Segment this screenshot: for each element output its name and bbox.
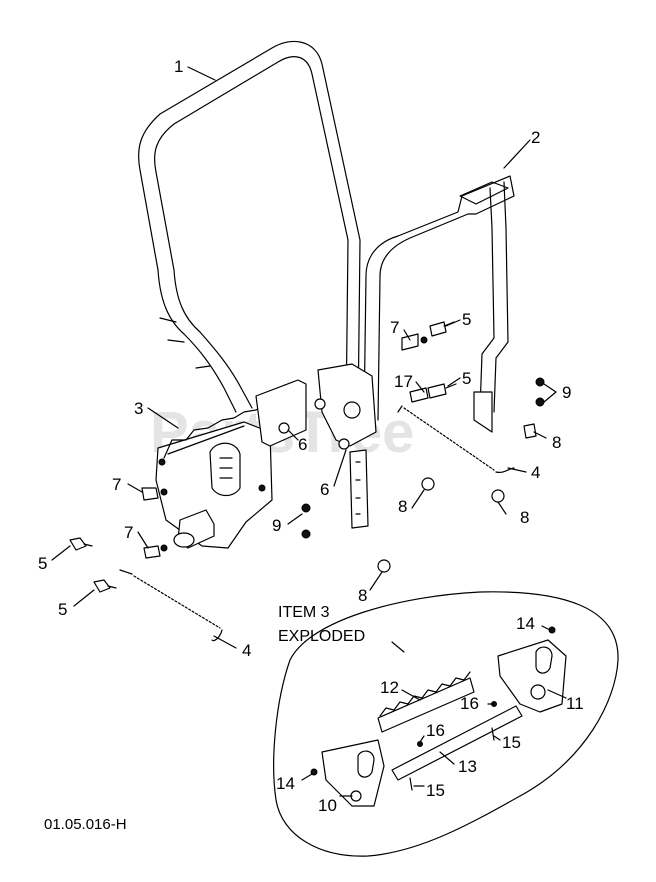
callout-4-lower: 4	[242, 641, 251, 660]
callout-9-b: 9	[562, 383, 571, 402]
callout-8-a: 8	[552, 433, 561, 452]
callout-5-d: 5	[462, 369, 471, 388]
callout-8-c: 8	[398, 497, 407, 516]
callout-9-a: 9	[272, 516, 281, 535]
callout-16-a: 16	[426, 721, 445, 740]
callout-10: 10	[318, 796, 337, 815]
fasteners	[69, 321, 545, 593]
callout-11: 11	[566, 694, 584, 713]
callout-7-b: 7	[124, 523, 133, 542]
callout-8-b: 8	[520, 508, 529, 527]
exploded-title-line1: ITEM 3	[278, 604, 330, 621]
callout-labels: 1 2 3 4 4 5 5 5 5 6 6 7 7 7 8 8 8 8 9 9 …	[38, 57, 571, 660]
callout-7-a: 7	[112, 475, 121, 494]
callout-17: 17	[394, 372, 413, 391]
callout-6-b: 6	[320, 480, 329, 499]
callout-5-a: 5	[38, 554, 47, 573]
callout-3: 3	[134, 399, 143, 418]
callout-12: 12	[380, 678, 399, 697]
callout-16-b: 16	[460, 694, 479, 713]
callout-15-b: 15	[502, 733, 521, 752]
exploded-title-line2: EXPLODED	[278, 628, 365, 645]
callout-2: 2	[531, 128, 540, 147]
callout-14-a: 14	[276, 774, 295, 793]
spring-upper	[397, 405, 515, 474]
callout-8-d: 8	[358, 586, 367, 605]
callout-15-a: 15	[426, 781, 445, 800]
exploded-view: ITEM 3 EXPLODED 10 11 12 13 14 14 15 15 …	[273, 591, 619, 857]
callout-7-c: 7	[390, 318, 399, 337]
spring-lower	[119, 569, 223, 642]
callout-13: 13	[458, 757, 477, 776]
leader-lines	[51, 66, 557, 649]
callout-6-a: 6	[298, 435, 307, 454]
center-bracket	[317, 363, 377, 529]
pedal-assembly	[155, 379, 307, 549]
callout-5-c: 5	[462, 310, 471, 329]
callout-14-b: 14	[516, 614, 535, 633]
drawing-reference: 01.05.016-H	[44, 816, 127, 833]
callout-1: 1	[174, 57, 183, 76]
rear-frame	[363, 175, 515, 433]
callout-4-upper: 4	[531, 463, 540, 482]
main-frame	[138, 40, 361, 421]
callout-5-b: 5	[58, 600, 67, 619]
